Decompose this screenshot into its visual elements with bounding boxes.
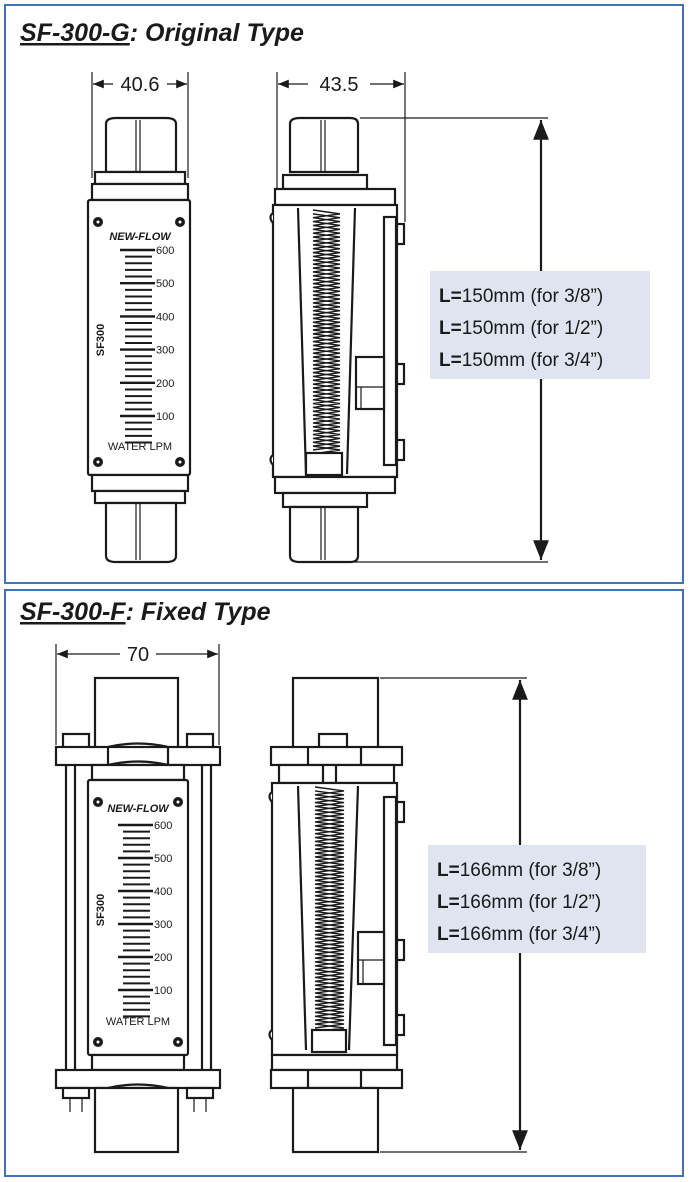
unit-label: WATER LPM: [106, 1016, 170, 1028]
scale-label: 500: [156, 278, 174, 290]
panel-original-type: [4, 4, 684, 584]
scale-label: 200: [156, 378, 174, 390]
scale-label: 200: [154, 952, 172, 964]
svg-text:43.5: 43.5: [320, 74, 359, 96]
flowmeter-front-view: 600 500 400 300 200 100 NEW-FLOW SF300 WATER …: [86, 116, 192, 564]
svg-text:70: 70: [127, 644, 149, 666]
panel-fixed-type: [4, 589, 684, 1177]
model-label: SF300: [95, 324, 107, 356]
scale-label: 400: [154, 886, 172, 898]
svg-text:40.6: 40.6: [121, 74, 160, 96]
unit-label: WATER LPM: [108, 441, 172, 453]
scale-label: 100: [154, 985, 172, 997]
section-title-fixed: SF-300-F: Fixed Type: [20, 598, 271, 626]
front-width-dimension-fixed: 70: [55, 644, 220, 745]
length-3-8: L=166mm (for 3/8”): [437, 860, 601, 881]
length-3-4: L=166mm (for 3/4”): [437, 924, 601, 945]
length-1-2: L=166mm (for 1/2”): [437, 892, 601, 913]
gauge-face: 600 500 400 300 200 100: [93, 797, 183, 1047]
length-box: [430, 271, 650, 379]
section-title-original: SF-300-G: Original Type: [20, 19, 304, 47]
front-width-dimension: 40.6: [91, 72, 189, 178]
brand-label: NEW-FLOW: [107, 803, 170, 815]
scale-label: 300: [156, 345, 174, 357]
side-width-dimension: 43.5: [276, 72, 406, 222]
length-1-2: L=150mm (for 1/2”): [439, 318, 603, 339]
scale-label: 500: [154, 853, 172, 865]
scale-label: 400: [156, 311, 174, 323]
flowmeter-side-view: [269, 116, 406, 564]
flowmeter-side-view-fixed: [268, 676, 406, 1154]
spring-icon: [314, 786, 345, 1033]
length-box: [428, 845, 646, 953]
scale-label: 100: [156, 411, 174, 423]
length-3-8: L=150mm (for 3/8”): [439, 286, 603, 307]
scale-label: 300: [154, 919, 172, 931]
scale-label: 600: [154, 820, 172, 832]
scale-label: 600: [156, 245, 174, 257]
flowmeter-front-view-fixed: 600 500 400 300 200 100 NEW-FLOW SF300 WATER …: [54, 676, 222, 1154]
gauge-face: 600 500 400 300 200 100: [93, 217, 185, 467]
brand-label: NEW-FLOW: [109, 231, 172, 243]
length-3-4: L=150mm (for 3/4”): [439, 350, 603, 371]
spring-icon: [312, 209, 341, 455]
model-label: SF300: [95, 894, 107, 926]
